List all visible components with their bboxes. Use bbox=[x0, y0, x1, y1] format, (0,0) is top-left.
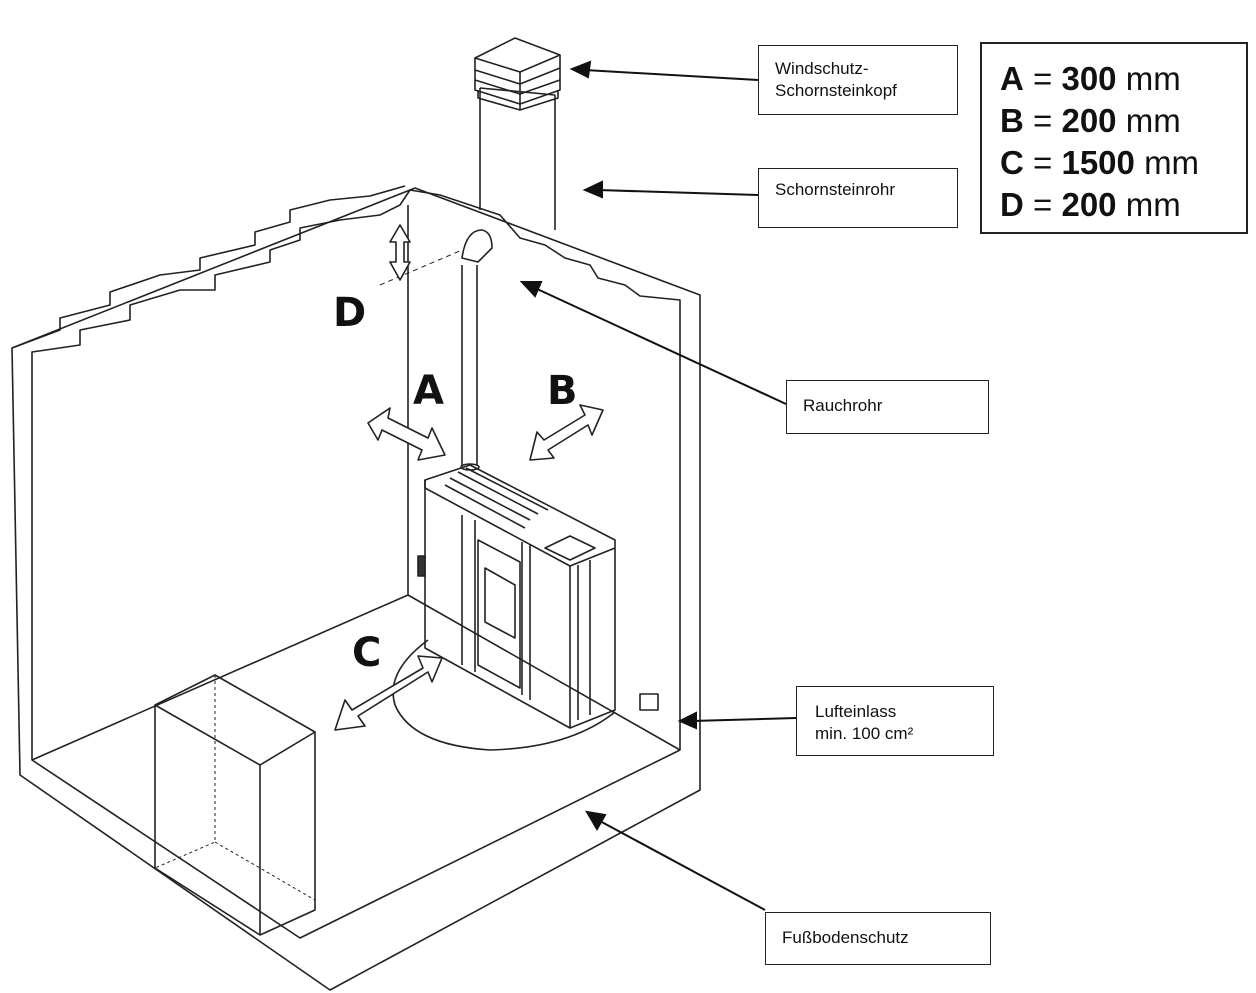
label-fussbodenschutz: Fußbodenschutz bbox=[765, 912, 991, 965]
label-schornsteinrohr: Schornsteinrohr bbox=[758, 168, 958, 228]
letter-d: D bbox=[333, 290, 367, 336]
chimney-cap bbox=[474, 37, 561, 111]
cabinet-box bbox=[154, 674, 316, 936]
legend-row: C = 1500 mm bbox=[1000, 144, 1200, 181]
legend-row: D = 200 mm bbox=[1000, 186, 1181, 223]
smoke-pipe bbox=[460, 229, 493, 471]
d-dashed-line bbox=[379, 249, 463, 286]
arrow-b bbox=[529, 404, 604, 461]
arrow-d bbox=[389, 224, 411, 281]
legend-row: A = 300 mm bbox=[1000, 60, 1181, 97]
letter-c: C bbox=[352, 630, 382, 676]
letter-b: B bbox=[547, 368, 578, 414]
legend-row: B = 200 mm bbox=[1000, 102, 1181, 139]
room-inner bbox=[31, 310, 681, 939]
house-outline bbox=[11, 187, 701, 991]
wall-socket bbox=[417, 555, 426, 577]
chimney-stack bbox=[479, 87, 556, 230]
callout-arrowhead bbox=[677, 711, 697, 730]
label-windschutz: Windschutz- Schornsteinkopf bbox=[758, 45, 958, 115]
letter-a: A bbox=[413, 368, 444, 414]
pellet-stove bbox=[424, 464, 616, 729]
label-rauchrohr: Rauchrohr bbox=[786, 380, 989, 434]
callout-arrowhead bbox=[585, 810, 607, 831]
ceiling-section bbox=[31, 189, 681, 370]
label-lufteinlass: Lufteinlass min. 100 cm² bbox=[796, 686, 994, 756]
callout-arrowhead bbox=[582, 180, 603, 199]
distance-legend: A = 300 mm B = 200 mm C = 1500 mm D = 20… bbox=[980, 42, 1248, 234]
ceiling-section-upper bbox=[11, 185, 406, 349]
floor-protection-arc bbox=[392, 639, 616, 751]
arrow-c bbox=[334, 655, 443, 731]
floor-back-right bbox=[407, 594, 681, 751]
callout-arrowhead bbox=[569, 60, 592, 79]
callout-arrowhead bbox=[519, 281, 543, 298]
air-inlet-grille bbox=[639, 693, 659, 711]
arrow-a bbox=[367, 407, 446, 461]
